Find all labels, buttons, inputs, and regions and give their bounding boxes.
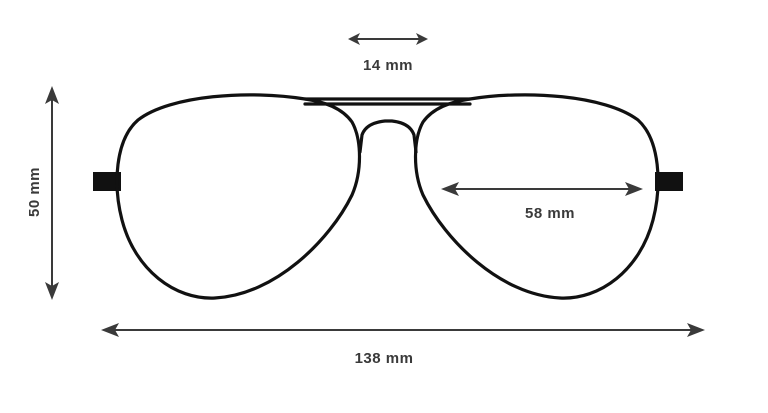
top-bar — [303, 97, 472, 106]
frame-width-dimension: 138 mm — [101, 323, 705, 367]
height-arrow-bottom-head — [45, 282, 59, 300]
lens-height-label: 50 mm — [26, 167, 43, 217]
right-temple-stub — [655, 172, 683, 191]
bridge-width-label: 14 mm — [363, 57, 413, 74]
frame-width-arrow-left-head — [101, 323, 119, 337]
bridge-arrow-left-head — [348, 33, 360, 45]
left-lens — [115, 93, 362, 300]
lens-width-arrow-left-head — [441, 182, 459, 196]
height-arrow-top-head — [45, 86, 59, 104]
aviator-glasses-illustration — [93, 93, 683, 300]
left-temple-stub — [93, 172, 121, 191]
bridge-width-dimension: 14 mm — [348, 33, 428, 74]
lens-width-dimension: 58 mm — [441, 182, 643, 222]
nose-bridge — [358, 119, 418, 154]
right-lens — [413, 93, 660, 300]
bridge-arrow-right-head — [416, 33, 428, 45]
lens-width-label: 58 mm — [525, 205, 575, 222]
frame-width-arrow-right-head — [687, 323, 705, 337]
lens-width-arrow-right-head — [625, 182, 643, 196]
frame-width-label: 138 mm — [355, 350, 414, 367]
lens-height-dimension: 50 mm — [26, 86, 59, 300]
